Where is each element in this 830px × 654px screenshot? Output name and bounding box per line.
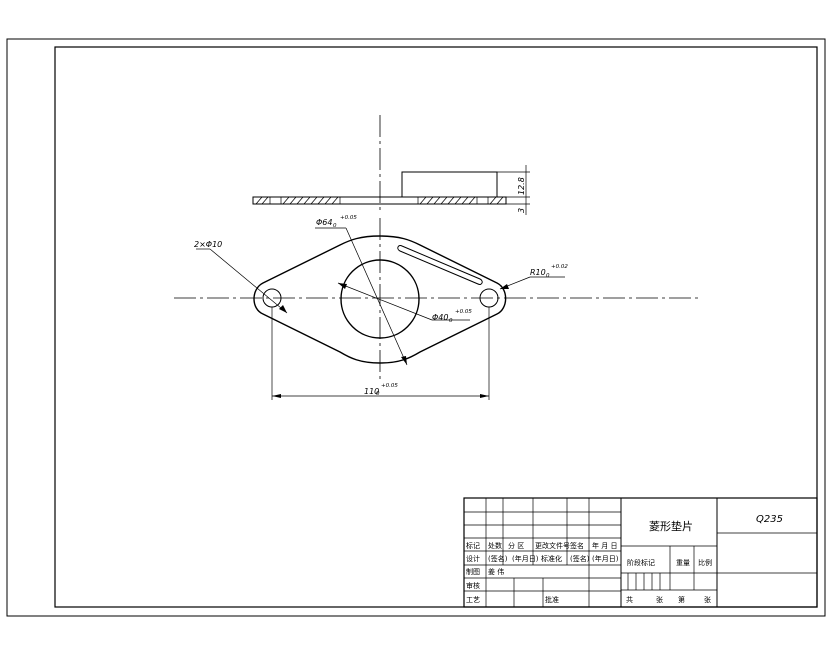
svg-text:第: 第 [678, 595, 685, 604]
part-name: 菱形垫片 [649, 519, 693, 533]
svg-text:0: 0 [376, 391, 380, 397]
plate-thickness-dim: 3 [517, 208, 526, 213]
svg-text:制图: 制图 [466, 567, 480, 576]
front-view: 2×Φ10 Φ64 +0.05 0 Φ40 +0.05 0 R10 +0.02 … [174, 215, 702, 400]
outer-border [6, 38, 826, 617]
svg-text:标记: 标记 [466, 541, 480, 550]
spacing-dim: 110 [364, 387, 379, 396]
svg-text:姜 伟: 姜 伟 [488, 567, 504, 576]
svg-text:+0.05: +0.05 [455, 309, 472, 315]
side-plate [252, 196, 507, 205]
svg-text:比例: 比例 [698, 558, 712, 567]
title-block: 标记 处数 分 区 更改文件号 签名 年 月 日 设计 (签名) (年月日) 标… [463, 497, 818, 608]
svg-text:0: 0 [546, 273, 550, 279]
boss-height-dim: 12.8 [517, 177, 526, 195]
svg-text:重量: 重量 [676, 559, 690, 567]
svg-text:更改文件号: 更改文件号 [535, 541, 570, 550]
svg-text:分 区: 分 区 [508, 541, 524, 550]
svg-text:共: 共 [626, 595, 633, 604]
svg-text:年 月 日: 年 月 日 [592, 541, 617, 550]
svg-text:批准: 批准 [545, 595, 559, 604]
svg-text:+0.05: +0.05 [381, 383, 398, 389]
side-view: 12.8 3 [252, 115, 530, 215]
svg-text:(签名): (签名) [570, 554, 590, 563]
svg-text:+0.02: +0.02 [551, 264, 568, 270]
center-hole [340, 259, 420, 339]
edge-slot [397, 245, 483, 285]
svg-text:标准化: 标准化 [541, 554, 562, 563]
svg-text:处数: 处数 [488, 541, 502, 550]
svg-text:(年月日): (年月日) [592, 554, 619, 563]
drawing-frame [54, 46, 818, 608]
svg-text:工艺: 工艺 [466, 596, 480, 604]
radius-dim: R10 [530, 268, 546, 277]
inner-dia-dim: Φ40 [432, 313, 448, 322]
svg-text:张: 张 [704, 595, 711, 604]
svg-text:审核: 审核 [466, 581, 480, 590]
outer-dia-dim: Φ64 [316, 218, 332, 227]
svg-text:(年月日): (年月日) [512, 554, 539, 563]
diamond-gasket-outline [253, 235, 507, 364]
side-boss [401, 171, 498, 198]
svg-text:设计: 设计 [466, 554, 480, 563]
svg-text:0: 0 [333, 223, 337, 229]
svg-text:+0.05: +0.05 [340, 215, 357, 221]
svg-text:阶段标记: 阶段标记 [627, 558, 655, 567]
svg-text:(签名): (签名) [488, 554, 508, 563]
svg-text:张: 张 [656, 595, 663, 604]
side-hatching [255, 196, 504, 205]
svg-text:0: 0 [449, 318, 453, 324]
part-material: Q235 [756, 514, 783, 525]
hole-note-dim: 2×Φ10 [194, 240, 222, 249]
svg-text:签名: 签名 [570, 541, 584, 550]
